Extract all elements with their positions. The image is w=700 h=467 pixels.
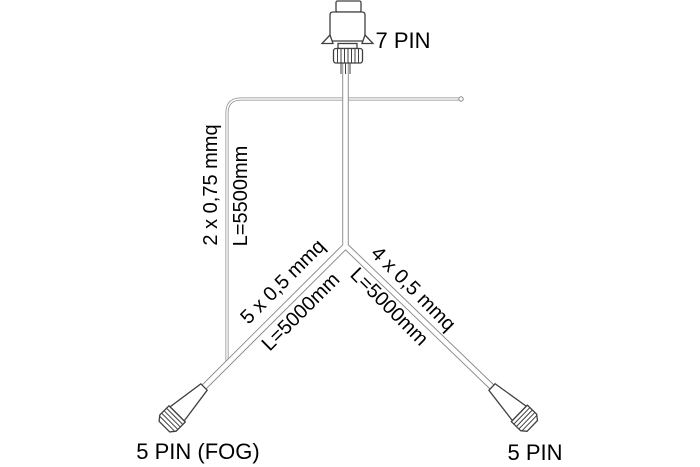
wire-end-terminal [458, 96, 464, 102]
label-aux-cable-spec: 2 x 0,75 mmq [200, 124, 222, 246]
7pin-wing-left [320, 33, 334, 45]
5pin-cap-ribs [513, 407, 538, 432]
connector-5pin-icon [488, 382, 539, 432]
7pin-wing-right [361, 33, 375, 45]
connector-5pin-fog-icon [158, 382, 209, 433]
main-cable-y [201, 62, 495, 390]
7pin-cap [335, 0, 362, 13]
7pin-body [326, 11, 369, 42]
label-7pin: 7 PIN [375, 28, 431, 53]
7pin-nut-ribs [337, 49, 359, 63]
connector-7pin-icon [320, 0, 375, 74]
cable-inner [202, 62, 494, 389]
aux-wire-inner [226, 98, 460, 365]
7pin-tail-wires [340, 62, 351, 74]
aux-wire [225, 96, 464, 366]
5pin-fog-cap-ribs [159, 407, 184, 432]
label-5pin-fog: 5 PIN (FOG) [136, 439, 260, 464]
label-aux-cable-length: L=5500mm [230, 145, 252, 247]
7pin-neck [337, 42, 358, 50]
label-5pin: 5 PIN [507, 440, 563, 465]
